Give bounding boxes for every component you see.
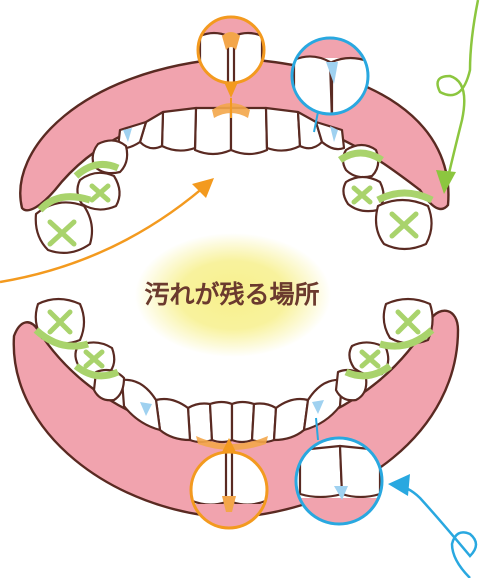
tooth-u3 bbox=[162, 108, 196, 151]
tooth-u4 bbox=[266, 108, 300, 151]
tooth-u1 bbox=[195, 108, 231, 154]
tooth-u2 bbox=[231, 108, 267, 154]
arrow-blue bbox=[388, 474, 476, 578]
diagram-title: 汚れが残る場所 bbox=[144, 280, 319, 309]
